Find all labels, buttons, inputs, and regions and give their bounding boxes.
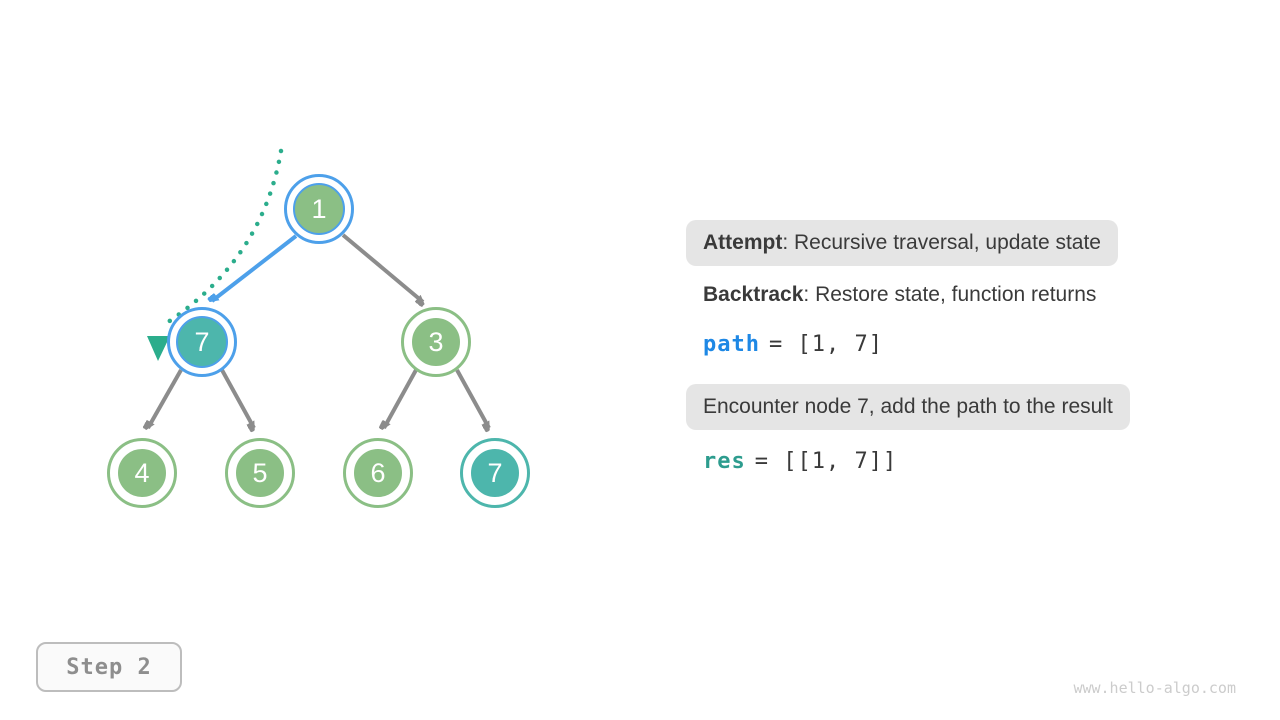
tree-node-1: 1 — [284, 174, 354, 244]
node-label: 6 — [352, 447, 404, 499]
res-value: = [[1, 7]] — [754, 449, 898, 474]
backtrack-text: : Restore state, function returns — [803, 283, 1097, 306]
path-variable: path — [703, 332, 760, 357]
tree-node-7-left: 7 — [167, 307, 237, 377]
traversal-dotted-curve — [159, 148, 284, 329]
step-badge-label: Step 2 — [66, 654, 152, 680]
node-label: 4 — [116, 447, 168, 499]
res-variable: res — [703, 449, 746, 474]
edge-3-to-7 — [455, 369, 491, 428]
node-label: 5 — [234, 447, 286, 499]
edge-1-to-7 — [212, 234, 298, 301]
tree-node-4: 4 — [107, 438, 177, 508]
watermark: www.hello-algo.com — [1073, 679, 1236, 697]
edge-3-to-6 — [384, 369, 418, 428]
tree-node-6: 6 — [343, 438, 413, 508]
edge-7-to-4 — [148, 369, 183, 428]
path-code-line: path = [1, 7] — [703, 332, 883, 357]
encounter-bubble: Encounter node 7, add the path to the re… — [686, 384, 1130, 430]
edge-7-to-5 — [220, 369, 256, 428]
edge-1-to-3 — [341, 233, 423, 302]
node-label: 7 — [176, 316, 228, 368]
tree-node-3: 3 — [401, 307, 471, 377]
encounter-text: Encounter node 7, add the path to the re… — [686, 384, 1130, 430]
res-code-line: res = [[1, 7]] — [703, 449, 897, 474]
attempt-text: : Recursive traversal, update state — [782, 231, 1101, 254]
node-label: 1 — [293, 183, 345, 235]
backtrack-line: Backtrack: Restore state, function retur… — [703, 282, 1096, 308]
backtrack-label: Backtrack — [703, 283, 804, 306]
attempt-label: Attempt — [703, 231, 783, 254]
node-label: 7 — [469, 447, 521, 499]
tree-node-5: 5 — [225, 438, 295, 508]
traversal-arrowhead-icon — [147, 336, 170, 361]
path-value: = [1, 7] — [768, 332, 883, 357]
attempt-bubble: Attempt: Recursive traversal, update sta… — [686, 220, 1118, 266]
node-label: 3 — [410, 316, 462, 368]
step-badge: Step 2 — [36, 642, 182, 692]
tree-node-7-right: 7 — [460, 438, 530, 508]
